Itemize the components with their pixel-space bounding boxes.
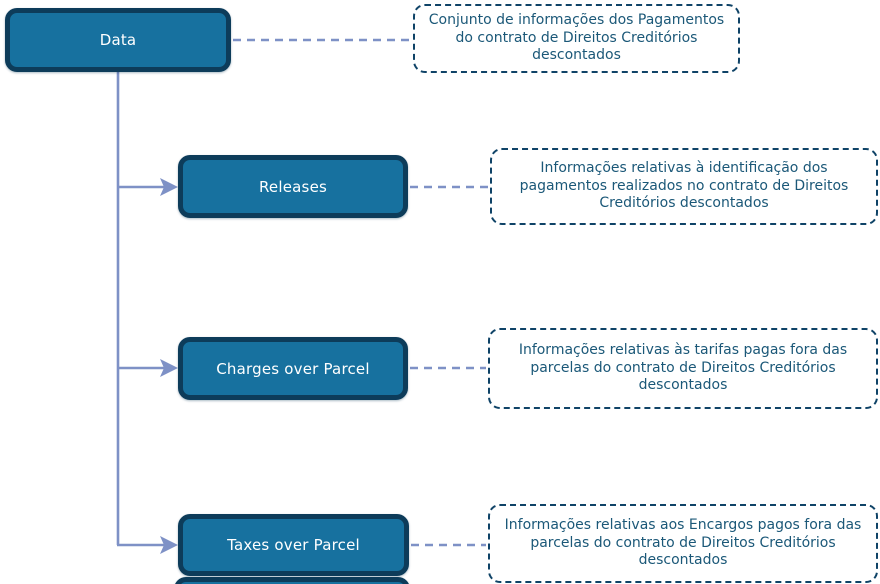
node-charges-over-parcel[interactable]: Charges over Parcel [178, 337, 408, 400]
annotation-charges-text: Informações relativas às tarifas pagas f… [518, 342, 848, 394]
node-taxes-label: Taxes over Parcel [227, 536, 360, 554]
annotation-data: Conjunto de informações dos Pagamentos d… [413, 4, 740, 73]
node-releases[interactable]: Releases [178, 155, 408, 218]
arrow-icon [160, 536, 178, 554]
arrow-icon [160, 178, 178, 196]
annotation-taxes: Informações relativas aos Encargos pagos… [488, 504, 878, 583]
node-partial-cutoff[interactable] [174, 577, 410, 584]
annotation-releases: Informações relativas à identificação do… [490, 148, 878, 225]
node-releases-label: Releases [258, 177, 328, 196]
annotation-data-text: Conjunto de informações dos Pagamentos d… [428, 12, 725, 64]
annotation-charges: Informações relativas às tarifas pagas f… [488, 328, 878, 409]
node-data-label: Data [99, 31, 137, 49]
annotation-taxes-text: Informações relativas aos Encargos pagos… [504, 517, 862, 569]
arrow-icon [160, 359, 178, 377]
node-taxes-over-parcel[interactable]: Taxes over Parcel [178, 514, 409, 576]
node-data[interactable]: Data [5, 8, 231, 72]
annotation-releases-text: Informações relativas à identificação do… [519, 160, 849, 212]
node-charges-label: Charges over Parcel [216, 359, 370, 378]
